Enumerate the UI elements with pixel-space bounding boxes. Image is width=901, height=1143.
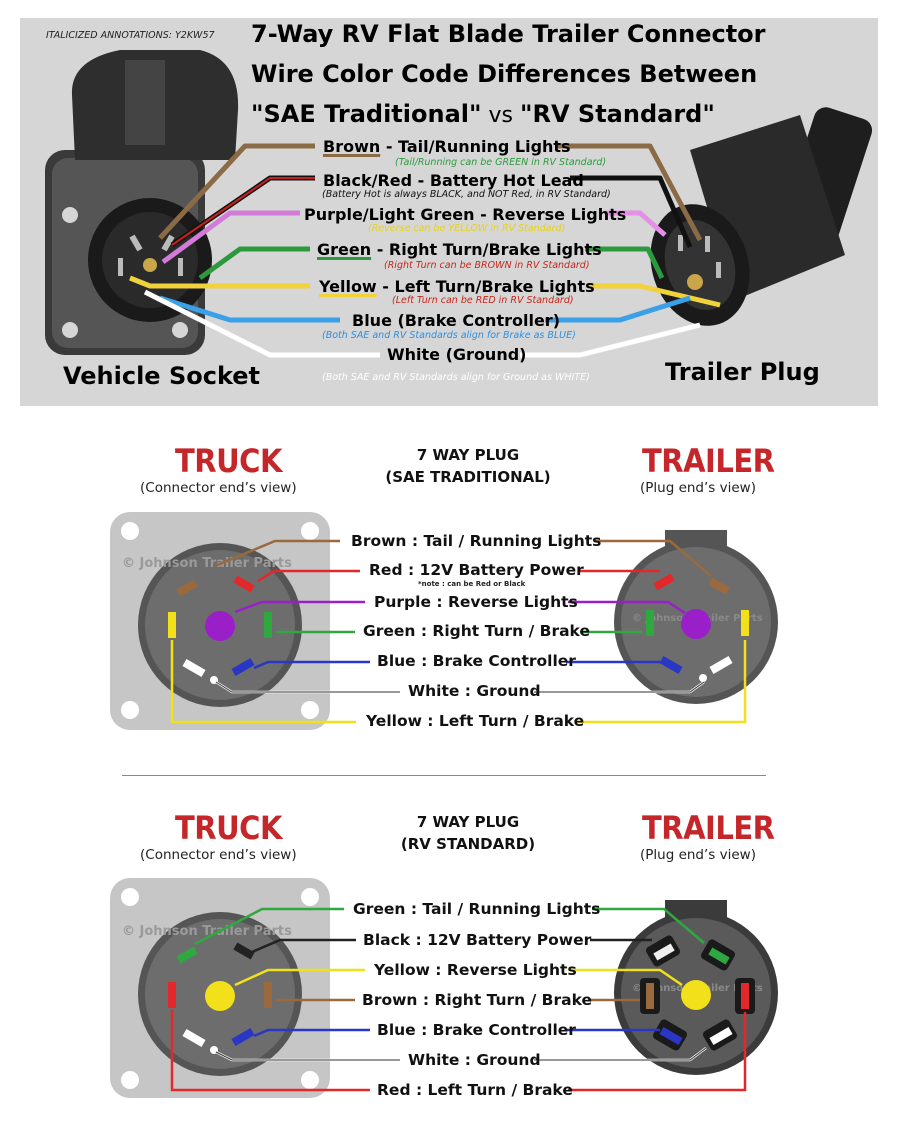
sae-truck-subheading: (Connector end’s view) <box>140 480 297 496</box>
wire-note-blue: (Both SAE and RV Standards align for Bra… <box>322 330 576 341</box>
wire-blue <box>159 295 340 323</box>
sae-label-yellow: Yellow : Left Turn / Brake <box>366 712 585 730</box>
wire-note-black-red: (Battery Hot is always BLACK, and NOT Re… <box>322 189 611 200</box>
rv-watermark-left: © Johnson Trailer Parts <box>122 924 292 939</box>
rv-label-green: Green : Tail / Running Lights <box>353 900 601 918</box>
wire-white <box>143 289 380 358</box>
rv-label-brown: Brown : Right Turn / Brake <box>362 991 592 1009</box>
wire-label-purple: Purple/Light Green - Reverse Lights <box>304 205 627 224</box>
top-illustration <box>45 50 873 358</box>
sae-label-green: Green : Right Turn / Brake <box>363 622 590 640</box>
wire-note-purple: (Reverse can be YELLOW in RV Standard) <box>368 223 566 234</box>
title-vs: vs <box>481 103 520 128</box>
rv-trailer-heading: TRAILER <box>642 809 775 847</box>
wire-label-yellow: Yellow - Left Turn/Brake Lights <box>319 277 595 296</box>
sae-label-brown: Brown : Tail / Running Lights <box>351 532 602 550</box>
wire-brown <box>158 143 315 240</box>
wire-label-white: White (Ground) <box>387 345 527 364</box>
rv-truck-heading: TRUCK <box>175 809 282 847</box>
rv-plug-title: 7 WAY PLUG(RV STANDARD) <box>400 813 536 853</box>
rv-label-yellow: Yellow : Reverse Lights <box>374 961 577 979</box>
rv-trailer-subheading: (Plug end’s view) <box>640 847 756 863</box>
rv-label-white: White : Ground <box>408 1051 541 1069</box>
section-divider <box>122 775 766 776</box>
title-rv: RV Standard <box>532 100 703 128</box>
wire-black-red-inner <box>171 177 315 246</box>
wire-label-black-red: Black/Red - Battery Hot Lead <box>323 171 584 190</box>
wire-lines <box>129 143 721 358</box>
sae-trailer-subheading: (Plug end’s view) <box>640 480 756 496</box>
rv-label-black: Black : 12V Battery Power <box>363 931 592 949</box>
wire-white-r <box>520 322 701 358</box>
sae-truck-heading: TRUCK <box>175 442 282 480</box>
wire-green-r <box>585 246 665 280</box>
sae-trailer-heading: TRAILER <box>642 442 775 480</box>
wire-note-white: (Both SAE and RV Standards align for Gro… <box>322 372 590 383</box>
wire-note-green: (Right Turn can be BROWN in RV Standard) <box>384 260 590 271</box>
wire-black-r <box>570 175 693 248</box>
rv-truck-subheading: (Connector end’s view) <box>140 847 297 863</box>
annotation-credit: ITALICIZED ANNOTATIONS: Y2KW57 <box>46 30 215 41</box>
sae-label-white: White : Ground <box>408 682 541 700</box>
trailer-plug-label: Trailer Plug <box>665 358 820 386</box>
wire-note-brown: (Tail/Running can be GREEN in RV Standar… <box>395 157 607 168</box>
trailer-plug-icon <box>650 107 873 326</box>
rv-watermark-right: © Johnson Trailer Parts <box>632 983 763 994</box>
title-sae: SAE Traditional <box>263 100 469 128</box>
wire-label-green: Green - Right Turn/Brake Lights <box>317 240 602 259</box>
wire-label-brown: Brown - Tail/Running Lights <box>323 137 571 156</box>
wire-yellow <box>129 275 310 289</box>
rv-truck-connector <box>110 878 330 1098</box>
sae-truck-connector <box>110 512 330 730</box>
sae-plug-title: 7 WAY PLUG(SAE TRADITIONAL) <box>385 446 551 486</box>
vehicle-socket-label: Vehicle Socket <box>63 362 261 390</box>
wire-brown-r <box>555 143 703 242</box>
wire-yellow-r <box>590 283 721 308</box>
sae-label-purple: Purple : Reverse Lights <box>374 593 578 611</box>
wire-label-blue: Blue (Brake Controller) <box>352 311 560 330</box>
wire-note-yellow: (Left Turn can be RED in RV Standard) <box>392 295 574 306</box>
wire-blue-r <box>545 295 691 323</box>
page-title-line2: Wire Color Code Differences Between <box>251 60 758 88</box>
page-title-line3: "SAE Traditional" vs "RV Standard" <box>251 100 715 128</box>
wire-purple <box>161 210 300 265</box>
rv-label-red: Red : Left Turn / Brake <box>377 1081 573 1099</box>
sae-red-note: *note : can be Red or Black <box>418 580 526 588</box>
sae-label-blue: Blue : Brake Controller <box>377 652 576 670</box>
sae-watermark-right: © Johnson Trailer Parts <box>632 613 763 624</box>
wire-green <box>198 246 310 281</box>
rv-label-blue: Blue : Brake Controller <box>377 1021 576 1039</box>
page-title-line1: 7-Way RV Flat Blade Trailer Connector <box>251 20 766 48</box>
sae-label-red: Red : 12V Battery Power <box>369 561 584 579</box>
sae-watermark-left: © Johnson Trailer Parts <box>122 556 292 571</box>
vehicle-socket-icon <box>45 50 239 355</box>
wire-purple-r <box>605 210 667 237</box>
